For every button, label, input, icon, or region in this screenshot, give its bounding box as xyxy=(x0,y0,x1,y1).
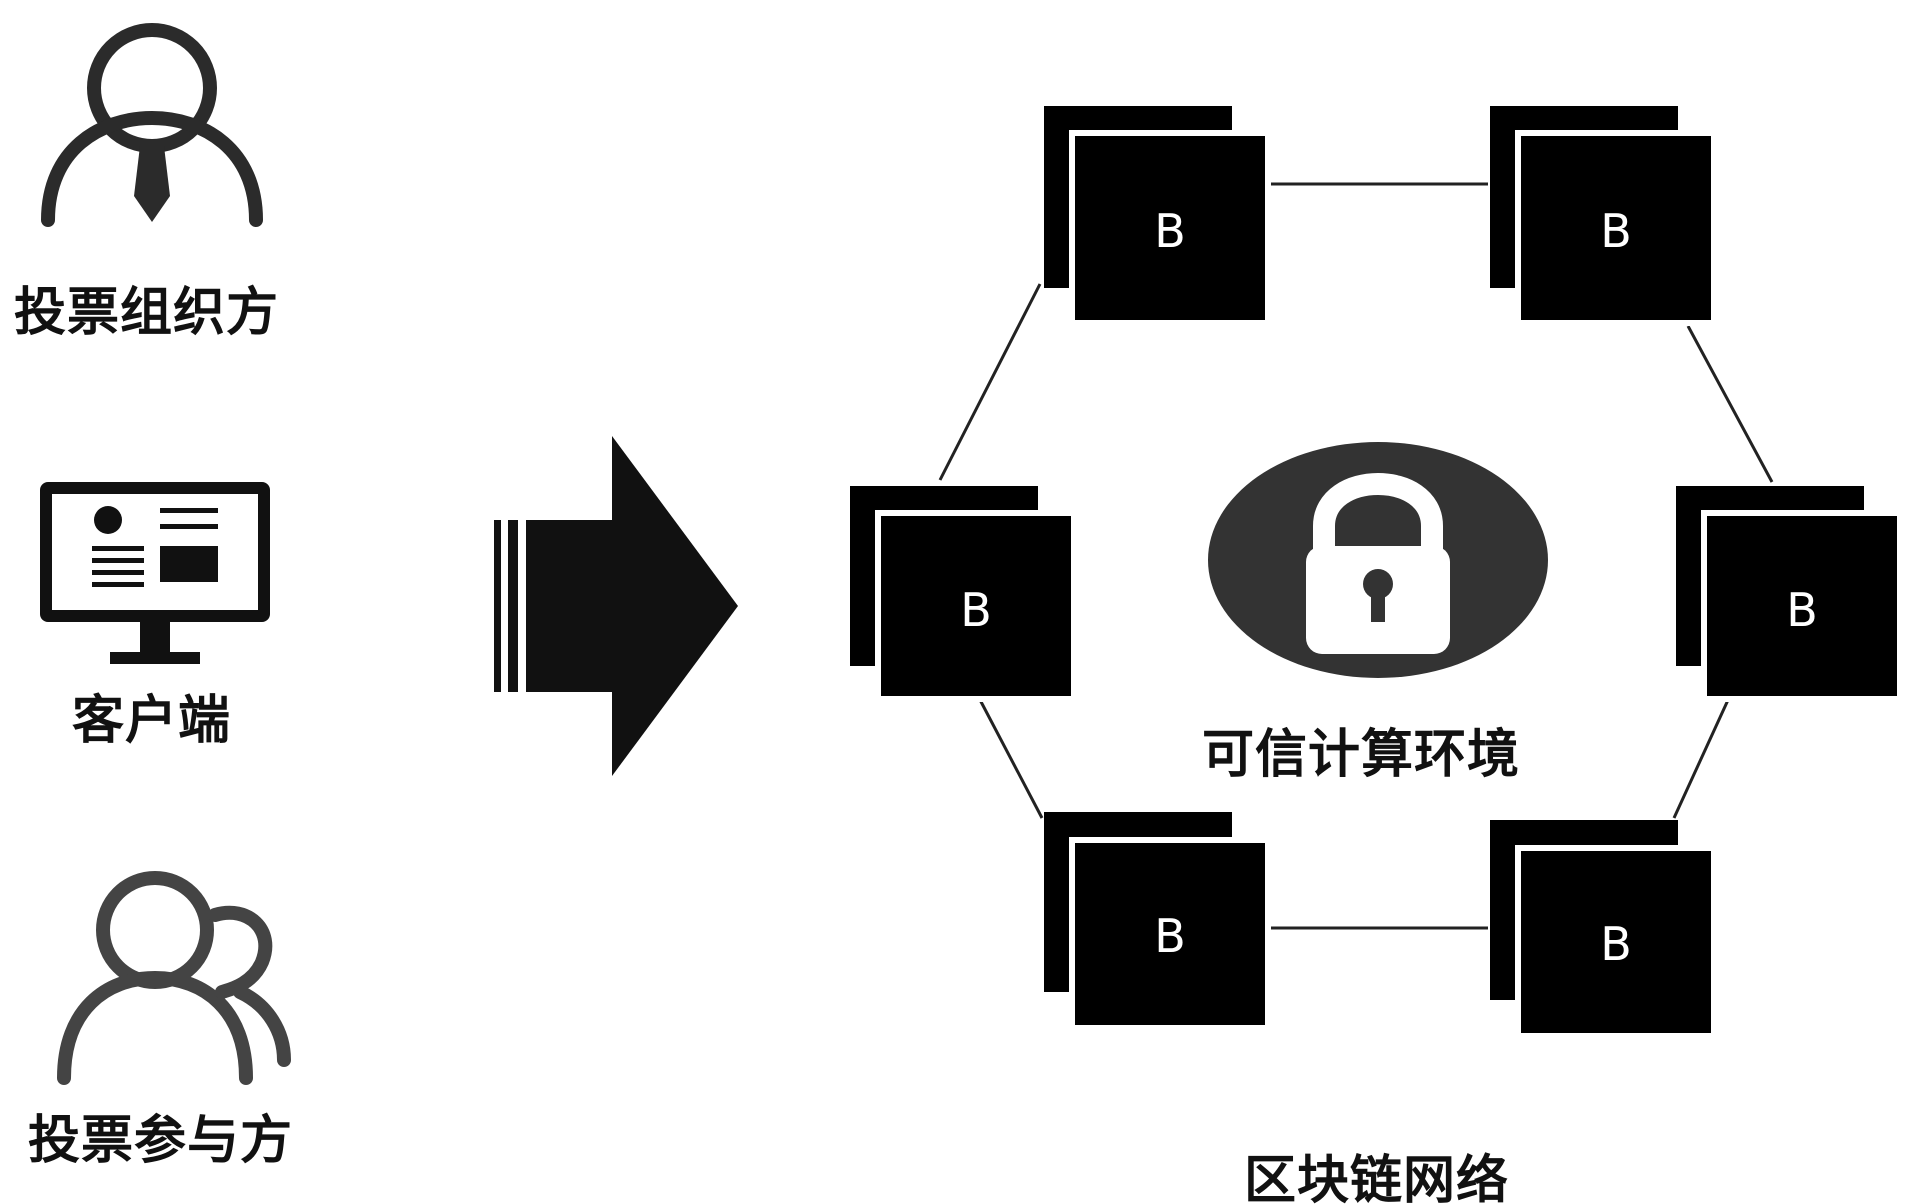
edge-upper-left xyxy=(938,283,1042,481)
voter-label: 投票参与方 xyxy=(28,1111,294,1171)
node-label: B xyxy=(960,583,992,637)
node-bottom-right[interactable]: B xyxy=(1490,820,1717,1039)
node-label: B xyxy=(1600,204,1632,258)
group-users-icon xyxy=(57,871,291,1085)
node-bottom-left[interactable]: B xyxy=(1044,812,1271,1031)
node-label: B xyxy=(1786,583,1818,637)
monitor-icon xyxy=(40,482,270,664)
node-middle-right[interactable]: B xyxy=(1676,486,1903,702)
node-label: B xyxy=(1154,204,1186,258)
network-connections xyxy=(938,182,1774,930)
edge-lower-left xyxy=(976,695,1044,819)
node-top-right[interactable]: B xyxy=(1490,106,1717,326)
person-tie-icon xyxy=(41,23,263,227)
edge-upper-right xyxy=(1686,325,1774,483)
node-middle-left[interactable]: B xyxy=(850,486,1077,702)
arrow-right-icon xyxy=(494,436,738,776)
tee-label: 可信计算环境 xyxy=(1202,725,1521,785)
node-label: B xyxy=(1154,909,1186,963)
network-label: 区块链网络 xyxy=(1244,1151,1510,1204)
edge-lower-right xyxy=(1672,699,1730,819)
organizer-label: 投票组织方 xyxy=(14,283,280,343)
node-top-left[interactable]: B xyxy=(1044,106,1271,326)
client-label: 客户端 xyxy=(72,691,232,751)
padlock-icon xyxy=(1208,442,1548,678)
node-label: B xyxy=(1600,917,1632,971)
